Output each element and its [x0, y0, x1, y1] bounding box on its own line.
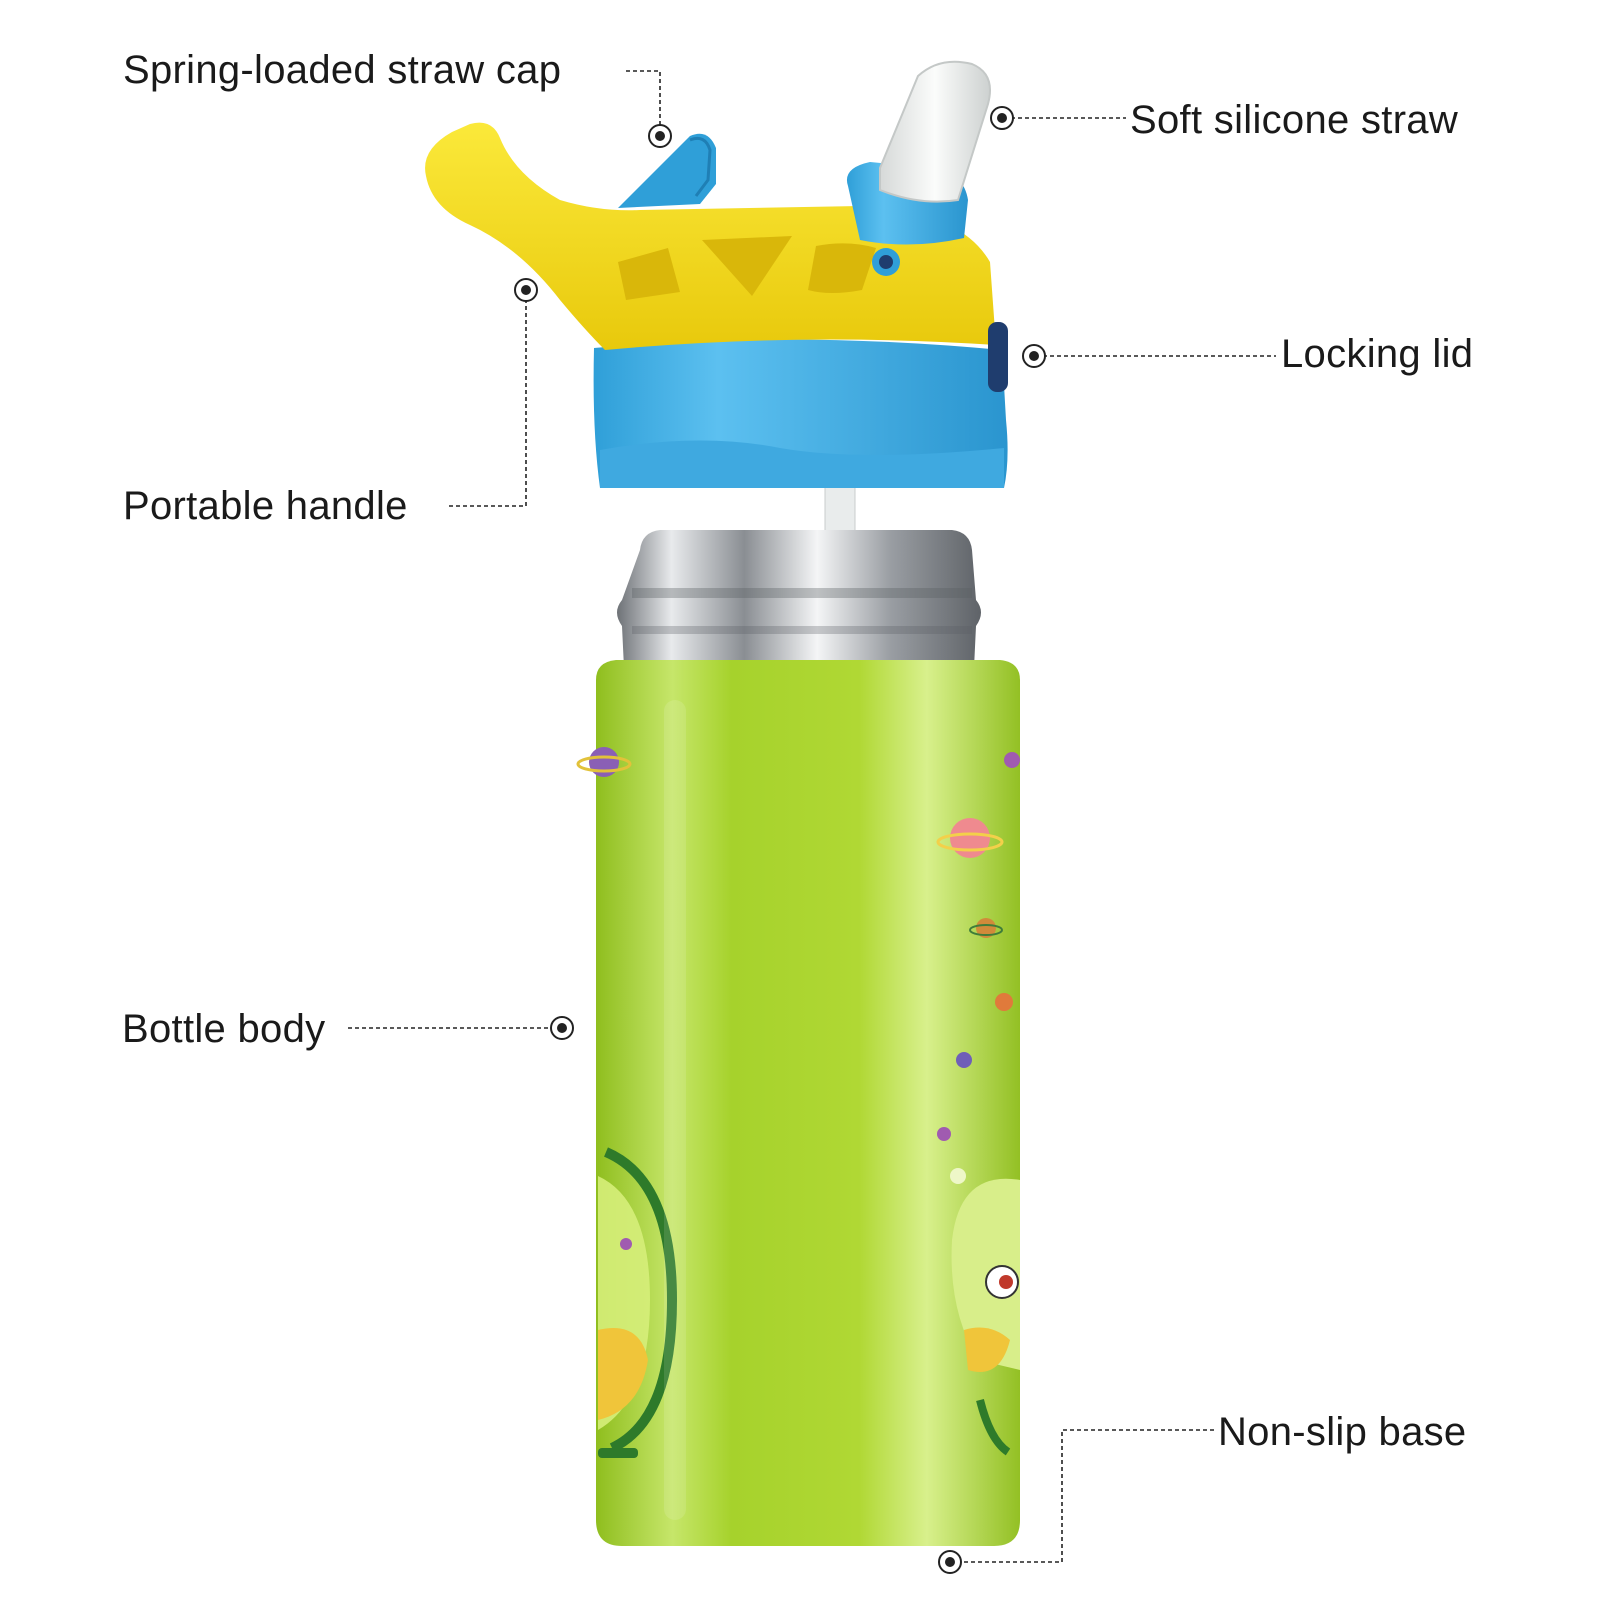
lock-button-icon — [872, 248, 1008, 392]
label-spring-loaded-straw-cap: Spring-loaded straw cap — [123, 48, 562, 92]
planet-icon — [576, 747, 632, 777]
planet-icon — [937, 1127, 951, 1141]
bottle — [576, 530, 1020, 1546]
leader-spring-cap — [626, 70, 661, 134]
callout-dot — [938, 1550, 962, 1574]
lid-assembly — [425, 60, 1008, 546]
callout-dot — [1022, 344, 1046, 368]
bottle-body — [596, 660, 1020, 1546]
label-bottle-body: Bottle body — [122, 1007, 326, 1051]
callout-dots — [514, 106, 1046, 1574]
alien-character-icon — [950, 1168, 1020, 1456]
label-locking-lid: Locking lid — [1281, 332, 1474, 376]
soft-silicone-straw — [879, 60, 991, 203]
callout-dot — [648, 124, 672, 148]
callout-dot — [514, 278, 538, 302]
portable-handle — [425, 122, 997, 350]
planet-icon — [969, 918, 1003, 938]
callout-dot — [550, 1016, 574, 1040]
planet-icon — [1004, 752, 1020, 768]
label-non-slip-base: Non-slip base — [1218, 1410, 1467, 1454]
planet-icon — [936, 818, 1004, 858]
label-soft-silicone-straw: Soft silicone straw — [1130, 98, 1459, 142]
globe-icon — [598, 1147, 678, 1458]
callout-dot — [990, 106, 1014, 130]
steel-neck — [617, 530, 981, 668]
leader-handle — [446, 292, 527, 507]
leader-lines — [348, 70, 1276, 1563]
label-portable-handle: Portable handle — [123, 484, 408, 528]
spring-loaded-straw-cap — [618, 133, 716, 208]
planet-icon — [995, 993, 1013, 1011]
planet-icon — [956, 1052, 972, 1068]
leader-base — [962, 1429, 1214, 1563]
